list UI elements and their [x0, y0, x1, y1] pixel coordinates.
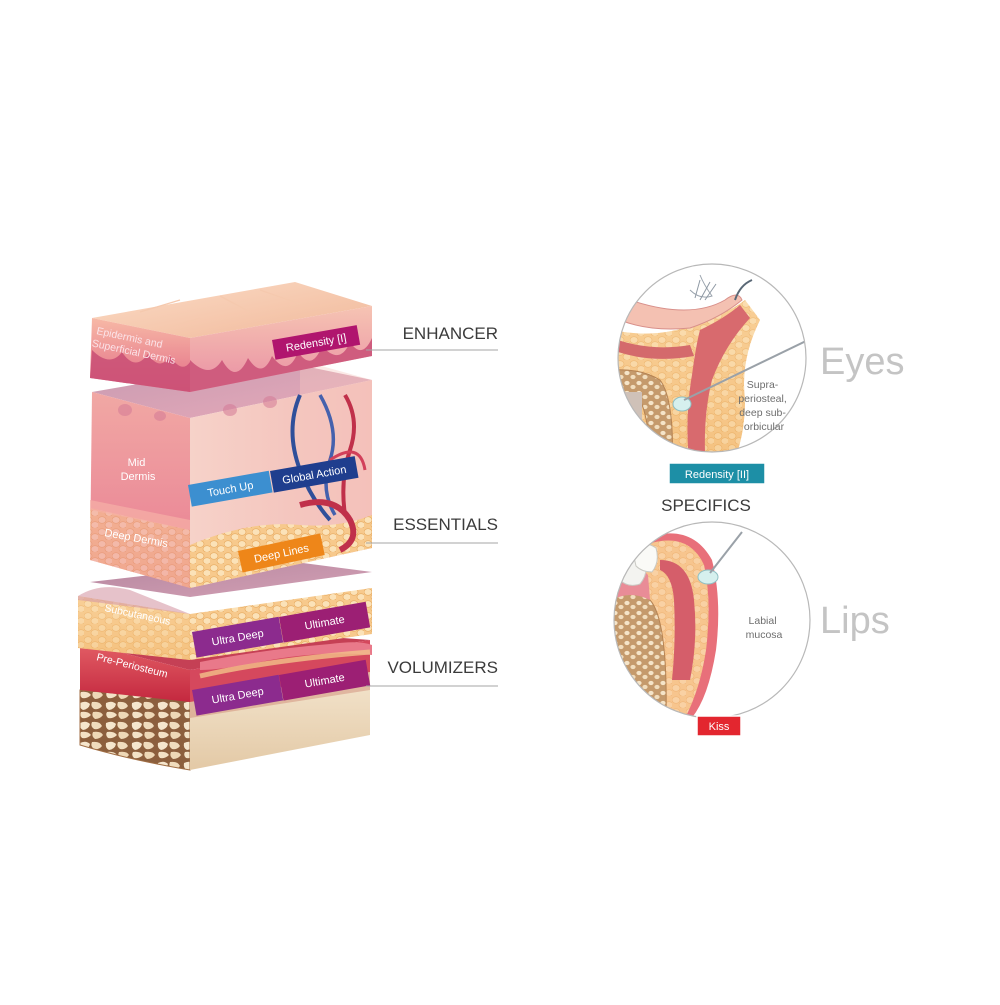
dermis-block — [90, 360, 372, 588]
epidermis-block — [90, 282, 372, 392]
lips-title: Lips — [820, 600, 890, 642]
tag-redensity-2: Redensity [II] — [668, 462, 766, 485]
mid-dermis-label: Mid Dermis — [121, 457, 156, 483]
essentials-label: ESSENTIALS — [393, 515, 498, 534]
eyes-desc: Supra- periosteal, deep sub- orbicular — [738, 379, 789, 433]
subcutaneous-layer — [78, 560, 372, 660]
tag-ultimate-pre-periosteum: Ultimate — [279, 659, 371, 701]
tag-redensity-1: Redensity [I] — [272, 325, 361, 360]
lips-desc: Labial mucosa — [746, 615, 783, 641]
tag-ultra-deep-subcutaneous: Ultra Deep — [192, 616, 284, 658]
tag-global-action: Global Action — [270, 456, 359, 493]
lips-illustration — [613, 521, 811, 719]
svg-text:Kiss: Kiss — [709, 721, 730, 733]
tag-touch-up: Touch Up — [188, 470, 273, 507]
tag-deep-lines: Deep Lines — [238, 533, 325, 573]
tag-ultra-deep-pre-periosteum: Ultra Deep — [192, 674, 284, 716]
enhancer-label: ENHANCER — [403, 324, 498, 343]
eyes-title: Eyes — [820, 341, 904, 383]
volumizers-label: VOLUMIZERS — [387, 658, 498, 677]
tag-kiss: Kiss — [696, 715, 742, 737]
tag-ultimate-subcutaneous: Ultimate — [279, 601, 371, 643]
eyes-illustration — [617, 263, 807, 453]
specifics-label: SPECIFICS — [661, 496, 751, 515]
svg-text:Redensity [II]: Redensity [II] — [685, 469, 749, 481]
